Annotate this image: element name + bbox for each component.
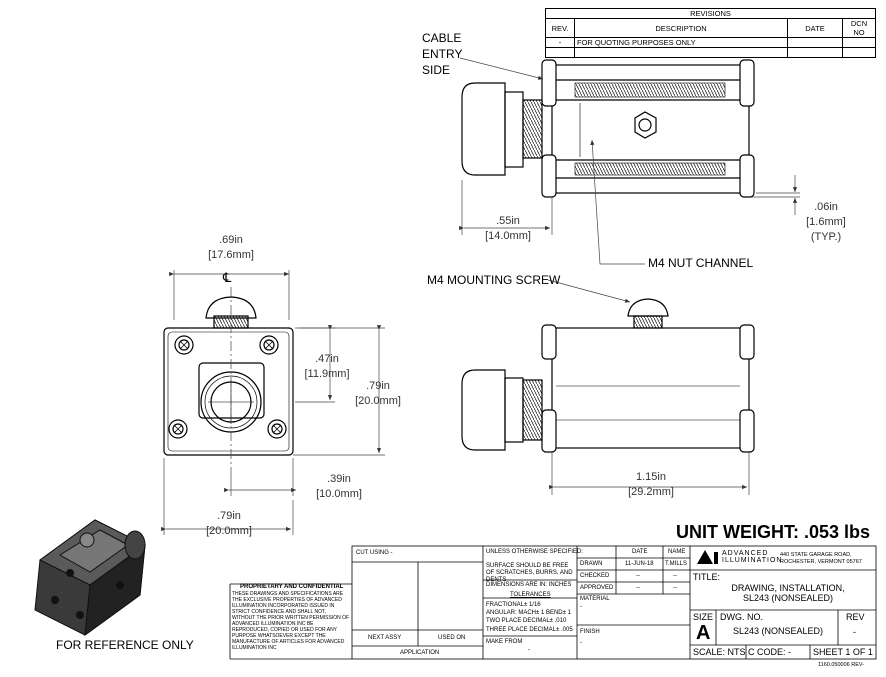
rev-value-tb: - bbox=[853, 627, 856, 637]
name-header-tb: NAME bbox=[668, 549, 686, 555]
reference-isometric-image bbox=[34, 519, 146, 637]
doc-number: 1160.050006 REV- bbox=[818, 662, 865, 668]
unless-specified: UNLESS OTHERWISE SPECIFIED: bbox=[486, 549, 583, 555]
surface-note: SURFACE SHOULD BE FREE OF SCRATCHES, BUR… bbox=[486, 563, 573, 583]
application: APPLICATION bbox=[400, 650, 440, 656]
next-assy: NEXT ASSY bbox=[368, 635, 402, 641]
company-logo bbox=[697, 550, 718, 564]
c-code: C CODE: - bbox=[748, 647, 792, 657]
tolerances: TOLERANCES bbox=[510, 592, 551, 598]
side-view bbox=[461, 298, 755, 453]
mounting-screw-label: M4 MOUNTING SCREW bbox=[427, 273, 561, 287]
tol-three-place: THREE PLACE DECIMAL± .005 bbox=[486, 627, 573, 633]
drawn-date: 11-JUN-18 bbox=[625, 561, 654, 567]
drawn-label: DRAWN bbox=[580, 561, 603, 567]
nut-channel-label: M4 NUT CHANNEL bbox=[648, 256, 754, 270]
unit-weight: UNIT WEIGHT: .053 lbs bbox=[676, 522, 871, 542]
approved-date: -- bbox=[636, 585, 640, 591]
material-label: MATERIAL bbox=[580, 596, 610, 602]
make-from: MAKE FROM bbox=[486, 639, 523, 645]
front-view bbox=[163, 296, 294, 456]
dim-047: .47in[11.9mm] bbox=[304, 353, 350, 380]
approved-label: APPROVED bbox=[580, 585, 614, 591]
cable-entry-label: CABLE ENTRY SIDE bbox=[422, 31, 463, 77]
checked-name: -- bbox=[673, 573, 677, 579]
finish-label: FINISH bbox=[580, 629, 600, 635]
dim-079-horizontal: .79in[20.0mm] bbox=[206, 510, 252, 537]
checked-date: -- bbox=[636, 573, 640, 579]
dim-006: .06in[1.6mm](TYP.) bbox=[806, 201, 846, 243]
reference-label: FOR REFERENCE ONLY bbox=[56, 638, 194, 652]
approved-name: -- bbox=[673, 585, 677, 591]
top-view bbox=[461, 59, 755, 198]
checked-label: CHECKED bbox=[580, 573, 610, 579]
scale: SCALE: NTS bbox=[693, 647, 746, 657]
proprietary-text: THESE DRAWINGS AND SPECIFICATIONS ARE TH… bbox=[232, 591, 350, 651]
dim-079-vertical: .79in[20.0mm] bbox=[355, 380, 401, 407]
dim-039: .39in[10.0mm] bbox=[316, 473, 362, 500]
sheet: SHEET 1 OF 1 bbox=[813, 647, 873, 657]
rev-label-tb: REV bbox=[846, 612, 865, 622]
address-2: ROCHESTER, VERMONT 05767 bbox=[780, 559, 862, 565]
material-value: - bbox=[580, 604, 582, 610]
proprietary-title: PROPRIETARY AND CONFIDENTIAL bbox=[240, 584, 344, 590]
title-block-grid bbox=[229, 545, 877, 660]
tol-angular: ANGULAR: MACH± 1 BEND± 1 bbox=[486, 610, 571, 616]
company-name-1: ADVANCED bbox=[722, 550, 769, 557]
title-line-1: DRAWING, INSTALLATION, bbox=[731, 583, 845, 593]
centerline-symbol: ℄ bbox=[223, 270, 232, 285]
drawn-name: T.MILLS bbox=[665, 561, 688, 567]
size-label: SIZE bbox=[693, 612, 714, 622]
dwg-no-label: DWG. NO. bbox=[720, 612, 763, 622]
revisions-table: REVISIONS REV. DESCRIPTION DATE DCN NO -… bbox=[545, 8, 876, 58]
dim-115: 1.15in[29.2mm] bbox=[628, 471, 674, 498]
title-label: TITLE: bbox=[693, 572, 721, 582]
size-value: A bbox=[696, 622, 711, 644]
title-line-2: SL243 (NONSEALED) bbox=[742, 593, 834, 603]
dim-055: .55in[14.0mm] bbox=[485, 215, 531, 242]
dwg-no-value: SL243 (NONSEALED) bbox=[732, 626, 824, 636]
dim-top-width: .69in[17.6mm] bbox=[208, 234, 254, 261]
used-on: USED ON bbox=[438, 635, 466, 641]
cut-using: CUT USING - bbox=[356, 550, 393, 556]
address-1: 440 STATE GARAGE ROAD, bbox=[780, 552, 852, 558]
finish-value: - bbox=[580, 640, 582, 646]
date-header-tb: DATE bbox=[632, 549, 648, 555]
tol-two-place: TWO PLACE DECIMAL± .010 bbox=[486, 618, 567, 624]
dims-in-inches: DIMENSIONS ARE IN: INCHES bbox=[486, 582, 572, 588]
company-name-2: ILLUMINATION bbox=[722, 557, 783, 564]
make-from-value: - bbox=[528, 647, 530, 653]
tol-fractional: FRACTIONAL± 1/16 bbox=[486, 602, 541, 608]
